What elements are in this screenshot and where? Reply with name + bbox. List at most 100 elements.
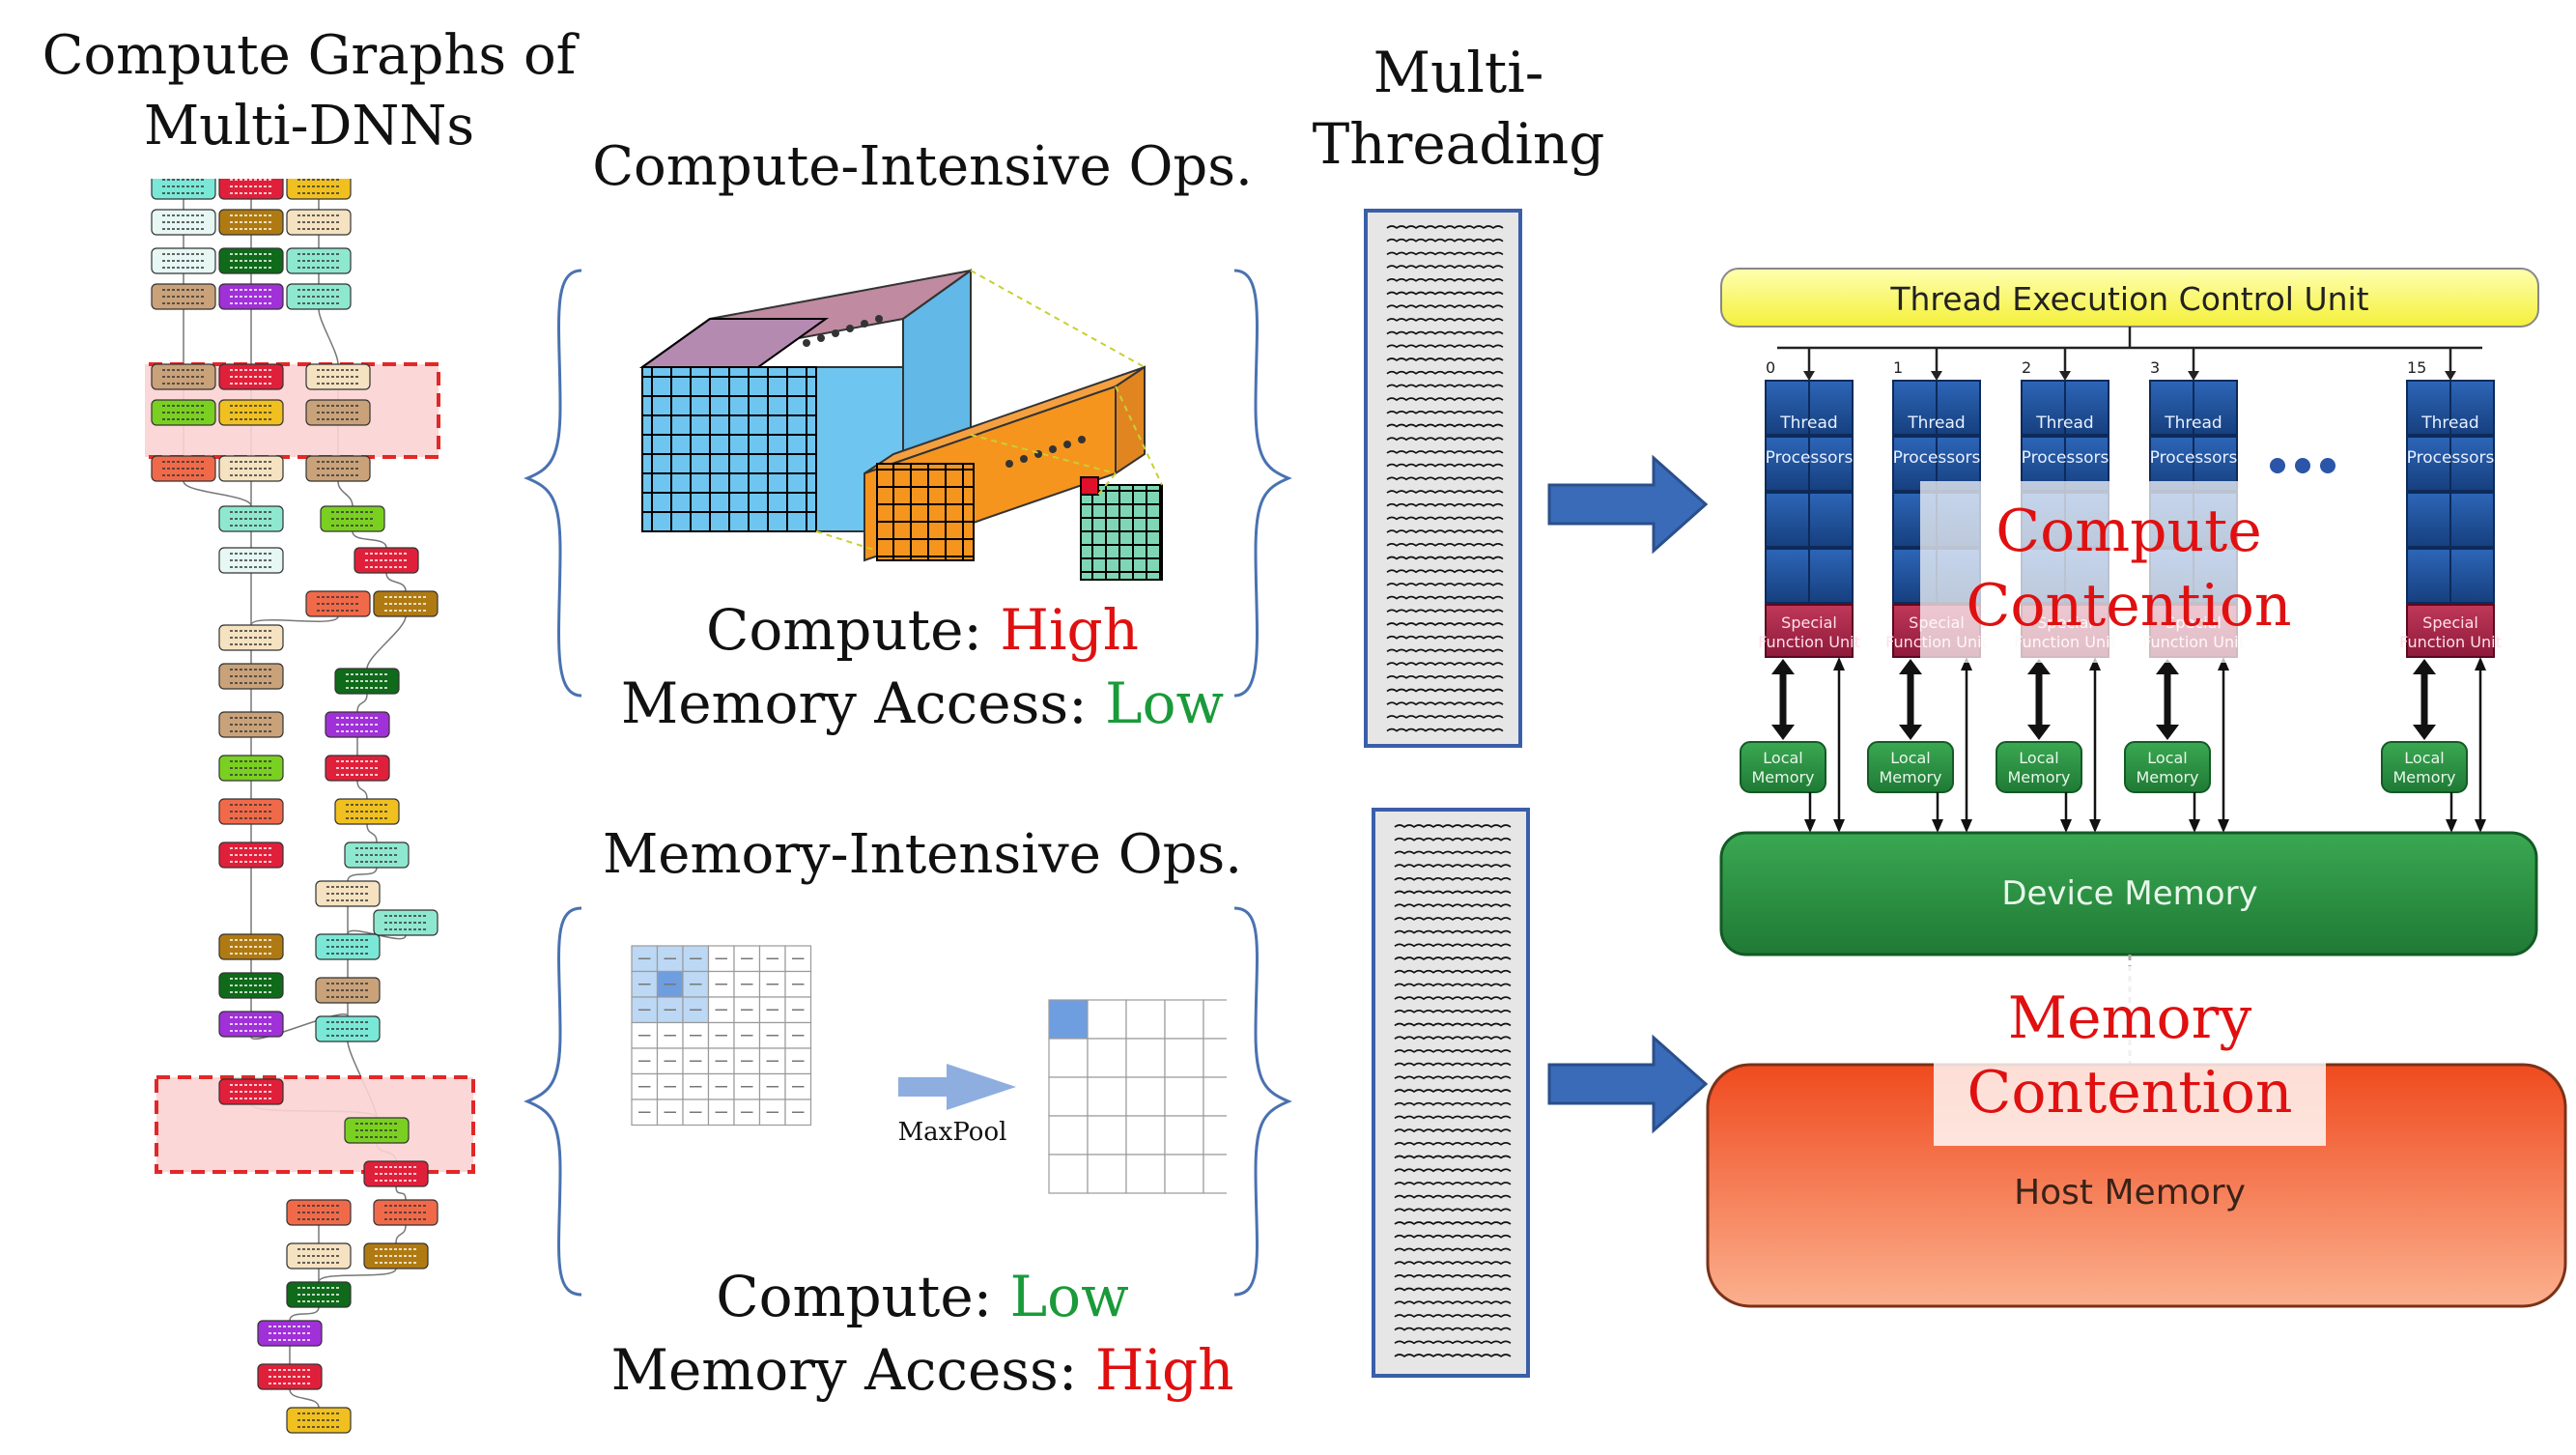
thread-line — [1394, 1022, 1512, 1027]
graph-edge — [366, 615, 407, 670]
maxpool-output-cell — [1164, 1154, 1204, 1194]
graph-edge — [289, 1306, 320, 1322]
thread-line — [1394, 969, 1512, 974]
highlight-region-bottom — [155, 1075, 475, 1174]
local-memory — [2381, 741, 2468, 793]
graph-node — [305, 363, 371, 390]
graph-node — [218, 933, 284, 960]
compute-level-prefix-2: Compute: — [716, 1264, 1010, 1329]
compute-intensive-brace-right — [1233, 269, 1292, 698]
memory-intensive-title: Memory-Intensive Ops. — [602, 823, 1243, 886]
thread-line — [1394, 1354, 1512, 1358]
thread-line — [1386, 370, 1504, 375]
thread-label: Thread — [2420, 414, 2478, 433]
maxpool-op-label: MaxPool — [898, 1118, 1007, 1147]
thread-line — [1394, 983, 1512, 987]
thread-line — [1386, 318, 1504, 322]
memory-intensive-brace-right — [1233, 906, 1292, 1297]
graph-node — [286, 1407, 352, 1434]
thread-line — [1386, 304, 1504, 309]
thread-waves-bottom — [1394, 824, 1512, 1358]
thread-line — [1394, 1261, 1512, 1266]
graph-node — [257, 1363, 323, 1390]
multi-threading-title-line1: Multi- — [1373, 40, 1544, 105]
sm-index: 15 — [2407, 358, 2426, 377]
graph-node — [334, 798, 400, 825]
maxpool-output-cell — [1164, 1076, 1204, 1117]
graph-edge — [183, 480, 252, 507]
maxpool-input-grid — [631, 945, 812, 1127]
thread-pool-top — [1364, 209, 1522, 748]
thread-line — [1386, 675, 1504, 679]
thread-line — [1394, 1314, 1512, 1318]
thread-line — [1386, 688, 1504, 693]
thread-line — [1394, 1287, 1512, 1292]
graph-node — [305, 399, 371, 426]
maxpool-output-cell — [1203, 999, 1227, 1040]
graph-node — [325, 755, 390, 782]
graph-node — [354, 547, 419, 574]
thread-line — [1386, 609, 1504, 613]
thread-label: Thread — [2035, 414, 2093, 433]
thread-line — [1394, 890, 1512, 895]
maxpool-output-cell — [1125, 1115, 1166, 1155]
graph-node — [218, 624, 284, 651]
thread-line — [1386, 648, 1504, 653]
compute-level-prefix: Compute: — [705, 597, 1001, 663]
graph-node — [218, 663, 284, 690]
gpu-architecture-diagram: Thread Execution Control Unit 0ThreadPro… — [1706, 268, 2567, 1308]
local-memory — [1740, 741, 1826, 793]
graph-node — [218, 209, 284, 236]
processors-label: Processors — [2022, 448, 2109, 468]
arrow-right-icon-bottom — [1547, 1034, 1709, 1134]
graph-node — [218, 972, 284, 999]
ellipsis-dots — [2270, 458, 2335, 473]
thread-line — [1394, 929, 1512, 934]
thread-line — [1394, 1115, 1512, 1120]
thread-line — [1386, 344, 1504, 349]
graph-node — [344, 1117, 410, 1144]
graph-node — [373, 1199, 439, 1226]
thread-line — [1394, 877, 1512, 881]
thread-line — [1386, 423, 1504, 428]
graph-edge — [352, 530, 387, 549]
thread-line — [1386, 556, 1504, 560]
host-memory-label: Host Memory — [2014, 1173, 2246, 1212]
local-memory-label: Memory — [2392, 768, 2455, 786]
graph-node — [286, 179, 352, 200]
memory-intensive-brace-left — [524, 906, 582, 1297]
thread-line — [1386, 397, 1504, 402]
graph-node — [218, 1078, 284, 1105]
thread-line — [1386, 595, 1504, 600]
graph-node — [218, 505, 284, 532]
graph-node — [373, 909, 439, 936]
graph-node — [286, 1242, 352, 1270]
thread-line — [1394, 1142, 1512, 1146]
memory-level-value: Low — [1105, 670, 1225, 736]
local-memory — [1996, 741, 2082, 793]
thread-line — [1386, 437, 1504, 442]
local-memory-label: Memory — [1751, 768, 1814, 786]
multi-threading-title-line2: Threading — [1312, 111, 1605, 178]
thread-line — [1386, 516, 1504, 521]
graph-node — [218, 363, 284, 390]
sfu-label: Function Unit — [2399, 633, 2502, 651]
graph-edge — [250, 615, 339, 626]
thread-line — [1394, 996, 1512, 1001]
maxpool-output-grid — [1048, 999, 1227, 1194]
thread-line — [1394, 1049, 1512, 1053]
thread-line — [1394, 837, 1512, 842]
memory-level-value-2: High — [1094, 1337, 1234, 1403]
thread-line — [1394, 1234, 1512, 1239]
processors-label: Processors — [1893, 448, 1981, 468]
sfu-label: Special — [1781, 613, 1837, 632]
arrow-right-icon-top — [1547, 454, 1709, 555]
maxpool-output-cell — [1125, 1038, 1166, 1078]
maxpool-input-cell — [784, 945, 812, 973]
sm-index: 0 — [1766, 358, 1775, 377]
graph-node — [257, 1320, 323, 1347]
graph-edge — [366, 823, 378, 843]
local-memory — [1867, 741, 1954, 793]
